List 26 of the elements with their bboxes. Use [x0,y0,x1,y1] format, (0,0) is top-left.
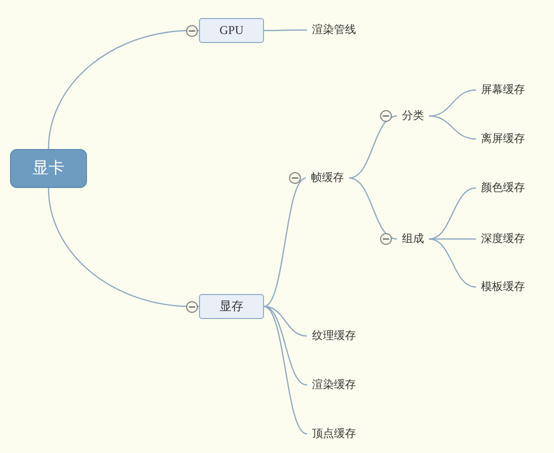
connector-line [428,89,476,117]
connector-line [428,115,476,140]
connector-line [264,29,307,32]
topic-label: 模板缓存 [476,278,530,296]
topic-label: 渲染管线 [307,21,361,39]
topic-label: 渲染缓存 [307,376,361,394]
topic-label: 顶点缓存 [307,425,361,443]
topic-box: 显存 [199,294,264,319]
connector-line [348,177,398,240]
connector-line [264,177,306,308]
connector-line [264,306,308,435]
topic-label: 帧缓存 [306,169,349,187]
topic-box: GPU [199,18,264,43]
connector-line [264,306,308,337]
topic-label: 纹理缓存 [307,327,361,345]
connector-line [264,306,308,386]
connector-line [428,238,476,288]
topic-label: 颜色缓存 [476,179,530,197]
central-topic-box: 显卡 [10,149,87,188]
topic-label: 组成 [397,230,429,248]
topic-label: 分类 [397,107,429,125]
connector-line [428,187,476,240]
connector-line [348,115,398,179]
topic-label: 离屏缓存 [476,130,530,148]
topic-label: 深度缓存 [476,230,530,248]
topic-label: 屏幕缓存 [476,81,530,99]
